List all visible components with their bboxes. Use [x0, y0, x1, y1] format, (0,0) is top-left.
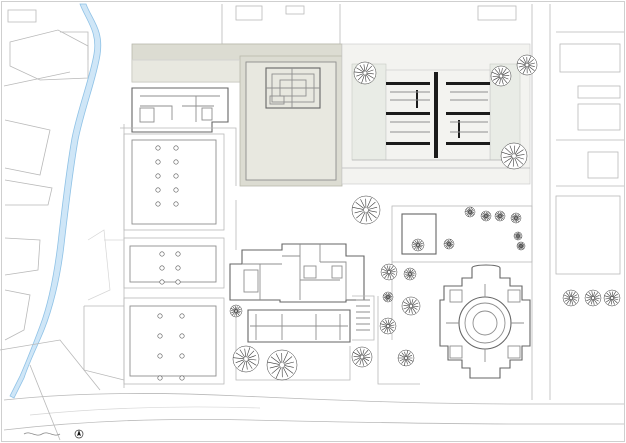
tree-icon	[510, 212, 522, 224]
tree-icon	[173, 187, 179, 193]
tree-icon	[562, 289, 580, 307]
tree-icon	[266, 349, 298, 381]
tree-icon	[155, 201, 161, 207]
tree-icon	[513, 231, 523, 241]
courtyard-trees-small	[155, 145, 185, 381]
tree-icon	[173, 201, 179, 207]
tree-icon	[179, 333, 185, 339]
context-buildings-north	[221, 4, 517, 45]
tree-icon	[155, 159, 161, 165]
tree-icon	[353, 61, 377, 85]
north-arrow-icon	[74, 429, 84, 439]
tree-icon	[411, 238, 425, 252]
tree-icon	[584, 289, 602, 307]
tree-icon	[159, 279, 165, 285]
tree-icon	[401, 296, 421, 316]
tree-icon	[380, 263, 398, 281]
river	[9, 3, 102, 399]
context-buildings-east	[555, 31, 624, 275]
tree-icon	[480, 210, 492, 222]
tree-icon	[443, 238, 455, 250]
tree-icon	[175, 251, 181, 257]
tree-icon	[157, 353, 163, 359]
tree-icon	[232, 345, 260, 373]
scale-bar-icon	[23, 432, 61, 436]
tree-icon	[229, 304, 243, 318]
tree-icon	[155, 187, 161, 193]
tree-icon	[490, 65, 512, 87]
tree-icon	[179, 353, 185, 359]
tree-icon	[500, 142, 528, 170]
tree-icon	[379, 317, 397, 335]
green-area	[131, 43, 343, 187]
context-buildings-nw	[3, 9, 89, 341]
tree-icon	[603, 289, 621, 307]
tree-icon	[494, 210, 506, 222]
tree-icon	[157, 375, 163, 381]
tree-icon	[464, 206, 476, 218]
tree-icon	[155, 145, 161, 151]
tree-icon	[173, 173, 179, 179]
trees	[229, 54, 621, 381]
central-building	[229, 243, 420, 385]
tree-icon	[173, 145, 179, 151]
tree-icon	[155, 173, 161, 179]
historic-courtyard-building	[265, 67, 321, 109]
tree-icon	[516, 54, 538, 76]
tree-icon	[159, 265, 165, 271]
tree-icon	[179, 313, 185, 319]
church-plan	[439, 264, 531, 379]
tree-icon	[179, 375, 185, 381]
courtyard-blocks	[83, 133, 225, 385]
tree-icon	[516, 241, 526, 251]
tree-icon	[175, 265, 181, 271]
tree-icon	[157, 313, 163, 319]
tree-icon	[382, 291, 394, 303]
tree-icon	[397, 349, 415, 367]
tree-icon	[175, 279, 181, 285]
tree-icon	[351, 195, 381, 225]
tree-icon	[403, 267, 417, 281]
tree-icon	[351, 346, 373, 368]
tree-icon	[159, 251, 165, 257]
tree-icon	[157, 333, 163, 339]
tree-icon	[173, 159, 179, 165]
